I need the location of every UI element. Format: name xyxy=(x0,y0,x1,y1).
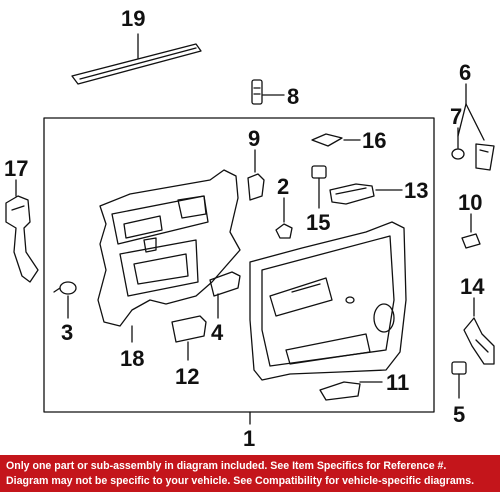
disclaimer-banner: Only one part or sub-assembly in diagram… xyxy=(0,455,500,492)
assembly-frame xyxy=(43,117,435,413)
disclaimer-line-2: Diagram may not be specific to your vehi… xyxy=(6,475,475,487)
callout-19: 19 xyxy=(121,6,145,31)
grab-handle-part-14 xyxy=(463,297,495,365)
callout-11: 11 xyxy=(386,370,409,395)
callout-6: 6 xyxy=(459,60,471,85)
bracket-part-9 xyxy=(247,149,265,201)
mirror-cover-part-6 xyxy=(457,83,495,171)
callout-10: 10 xyxy=(458,190,482,215)
callout-4: 4 xyxy=(211,320,224,345)
door-trim-panel-part-1 xyxy=(249,221,407,425)
screw-part-7 xyxy=(451,127,465,160)
fastener-part-3 xyxy=(53,281,77,319)
pull-handle-part-13 xyxy=(329,183,403,205)
trim-part-17 xyxy=(5,179,39,283)
callout-12: 12 xyxy=(175,364,199,389)
door-panel-backing-part-18 xyxy=(97,169,241,343)
clip-part-15 xyxy=(311,165,327,209)
belt-molding-part-19 xyxy=(71,33,202,85)
callout-18: 18 xyxy=(120,346,144,371)
knob-part-2 xyxy=(275,197,293,239)
callout-15: 15 xyxy=(306,210,330,235)
parts-diagram: 19 8 6 7 9 16 17 2 13 10 15 14 3 4 18 12… xyxy=(4,6,495,451)
disclaimer-line-1: Only one part or sub-assembly in diagram… xyxy=(6,460,447,472)
cap-part-5 xyxy=(451,361,467,399)
callout-17: 17 xyxy=(4,156,28,181)
badge-part-16 xyxy=(311,133,361,147)
callout-1: 1 xyxy=(243,426,255,451)
insert-part-10 xyxy=(461,213,481,249)
switch-bezel-part-12 xyxy=(171,315,207,361)
armrest-pad-part-11 xyxy=(319,381,383,401)
callout-3: 3 xyxy=(61,320,73,345)
callout-7: 7 xyxy=(450,104,462,129)
clip-part-8 xyxy=(251,79,285,105)
callout-2: 2 xyxy=(277,174,289,199)
callout-9: 9 xyxy=(248,126,260,151)
callout-8: 8 xyxy=(287,84,299,109)
callout-13: 13 xyxy=(404,178,428,203)
callout-5: 5 xyxy=(453,402,465,427)
callout-16: 16 xyxy=(362,128,386,153)
switch-part-4 xyxy=(209,271,241,319)
callout-14: 14 xyxy=(460,274,485,299)
